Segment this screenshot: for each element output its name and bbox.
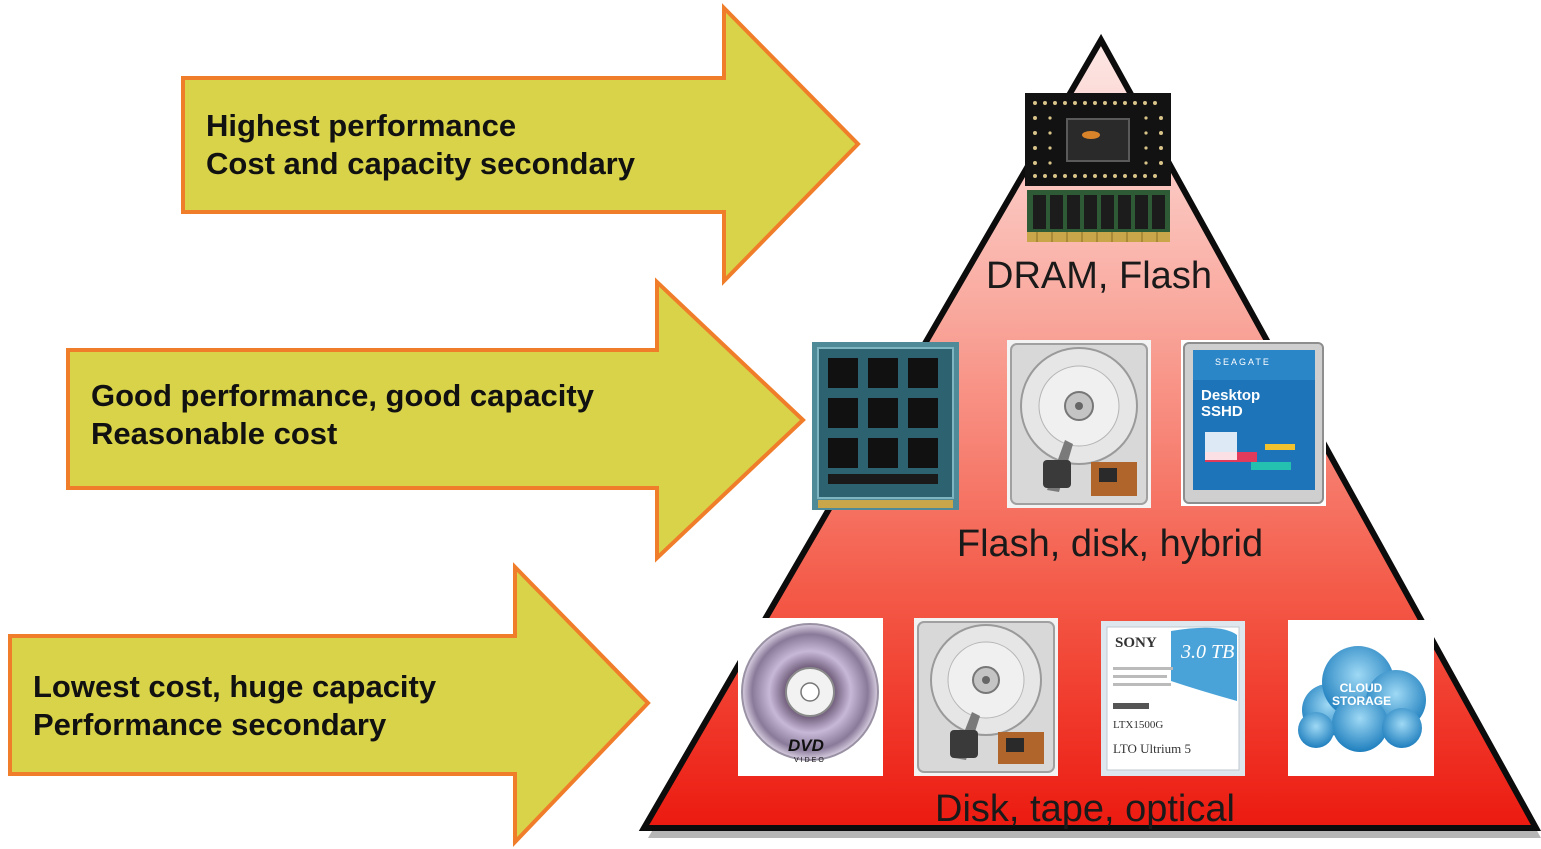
seagate-sshd-image: SEAGATE Desktop SSHD bbox=[1181, 340, 1326, 506]
sony-model-text: LTX1500G bbox=[1113, 719, 1164, 731]
sony-brand-text: SONY bbox=[1115, 635, 1157, 651]
seagate-line2: SSHD bbox=[1201, 403, 1243, 420]
tier-top-label: DRAM, Flash bbox=[986, 255, 1212, 297]
dvd-sub-text: VIDEO bbox=[794, 757, 826, 764]
seagate-line1: Desktop bbox=[1201, 387, 1261, 404]
arrow-bottom-line2: Performance secondary bbox=[33, 707, 387, 742]
arrow-middle-text: Good performance, good capacity Reasonab… bbox=[91, 377, 594, 453]
arrow-top bbox=[181, 3, 861, 286]
sony-lto-tape-image: SONY 3.0 TB LTX1500G LTO Ultrium 5 bbox=[1101, 621, 1245, 776]
cloud-line2: STORAGE bbox=[1332, 694, 1392, 708]
sony-capacity-text: 3.0 TB bbox=[1181, 641, 1235, 663]
arrow-bottom-line1: Lowest cost, huge capacity bbox=[33, 669, 437, 704]
cloud-storage-text: CLOUD STORAGE bbox=[1332, 681, 1392, 708]
tier-bottom-label: Disk, tape, optical bbox=[935, 788, 1235, 830]
tier-middle-label: Flash, disk, hybrid bbox=[956, 523, 1264, 565]
seagate-brand-text: SEAGATE bbox=[1215, 357, 1271, 367]
arrow-bottom bbox=[8, 562, 651, 847]
dvd-logo-text: DVD bbox=[788, 736, 824, 755]
ssd-board-image bbox=[812, 342, 959, 510]
hard-disk-image-2 bbox=[914, 618, 1058, 776]
cloud-storage-image: CLOUD STORAGE bbox=[1288, 620, 1434, 776]
seagate-model-text: Desktop SSHD bbox=[1201, 388, 1260, 420]
arrow-bottom-text: Lowest cost, huge capacity Performance s… bbox=[33, 668, 436, 744]
arrow-top-line2: Cost and capacity secondary bbox=[206, 146, 635, 181]
arrow-top-line1: Highest performance bbox=[206, 108, 517, 143]
hard-disk-image bbox=[1007, 340, 1151, 508]
sony-gen-text: LTO Ultrium 5 bbox=[1113, 741, 1192, 756]
dram-module-image bbox=[1027, 190, 1170, 242]
arrow-middle bbox=[66, 277, 806, 563]
dvd-disc-image: DVD VIDEO bbox=[738, 618, 883, 776]
flash-chip-image bbox=[1025, 93, 1171, 186]
arrow-top-text: Highest performance Cost and capacity se… bbox=[206, 107, 635, 183]
arrow-middle-line1: Good performance, good capacity bbox=[91, 378, 594, 413]
arrow-middle-line2: Reasonable cost bbox=[91, 416, 338, 451]
cloud-line1: CLOUD bbox=[1339, 681, 1383, 695]
